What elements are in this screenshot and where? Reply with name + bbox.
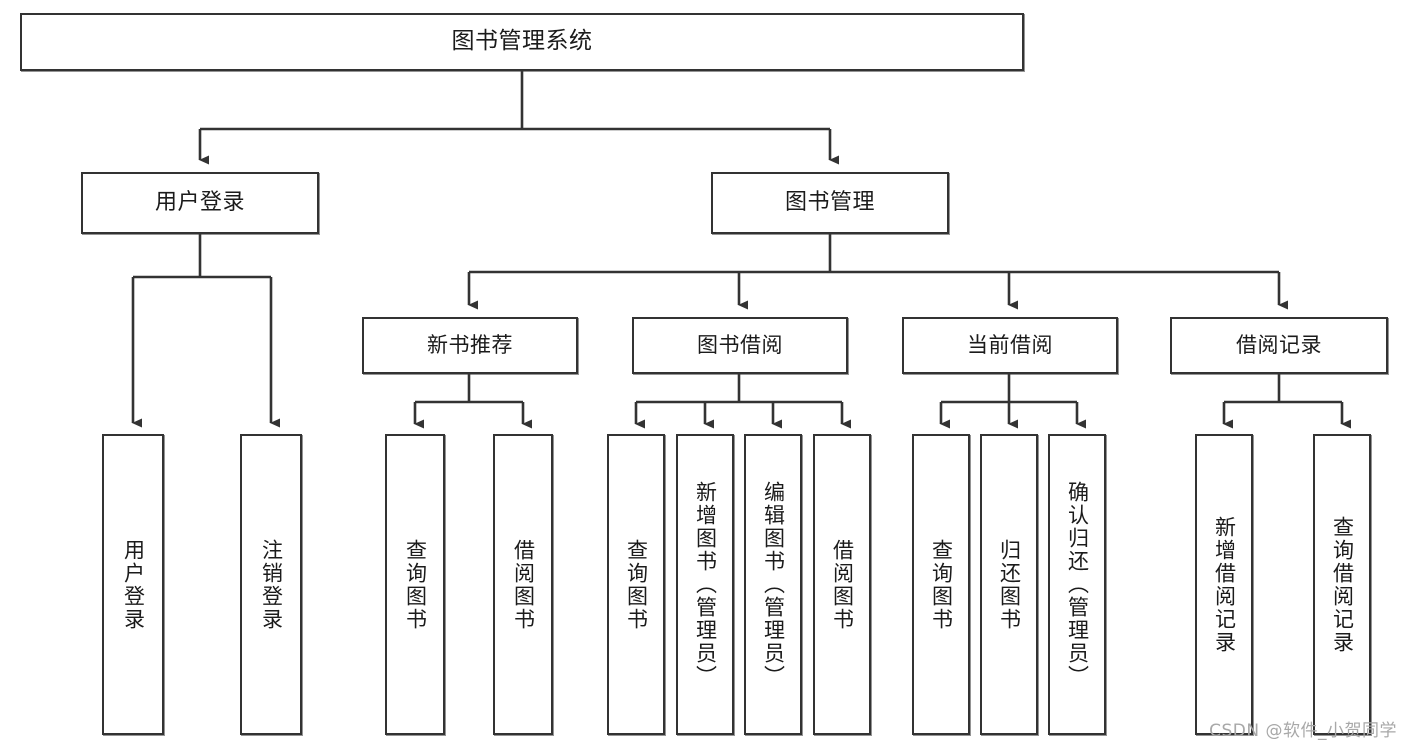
- leaf-book-borrow-add-label: 新增图书（管理员）: [693, 481, 718, 688]
- leaf-book-borrow-edit[interactable]: 编辑图书（管理员）: [744, 434, 802, 735]
- node-book-borrow-label: 图书借阅: [697, 333, 783, 358]
- leaf-borrow-record-query[interactable]: 查询借阅记录: [1313, 434, 1371, 735]
- node-borrow-record[interactable]: 借阅记录: [1170, 317, 1388, 374]
- node-current-borrow-label: 当前借阅: [967, 333, 1053, 358]
- node-borrow-record-label: 借阅记录: [1236, 333, 1322, 358]
- leaf-new-book-query-label: 查询图书: [403, 538, 428, 631]
- leaf-borrow-record-query-label: 查询借阅记录: [1330, 515, 1355, 654]
- leaf-current-borrow-return[interactable]: 归还图书: [980, 434, 1038, 735]
- leaf-new-book-borrow-label: 借阅图书: [511, 538, 536, 631]
- leaf-borrow-record-add[interactable]: 新增借阅记录: [1195, 434, 1253, 735]
- leaf-book-borrow-add[interactable]: 新增图书（管理员）: [676, 434, 734, 735]
- leaf-new-book-query[interactable]: 查询图书: [385, 434, 445, 735]
- leaf-book-borrow-query-label: 查询图书: [624, 538, 649, 631]
- node-user-login-label: 用户登录: [154, 190, 245, 216]
- leaf-new-book-borrow[interactable]: 借阅图书: [493, 434, 553, 735]
- leaf-book-borrow-query[interactable]: 查询图书: [607, 434, 665, 735]
- leaf-user-login-logout-label: 注销登录: [259, 538, 284, 631]
- node-user-login[interactable]: 用户登录: [81, 172, 319, 234]
- leaf-book-borrow-edit-label: 编辑图书（管理员）: [761, 481, 786, 688]
- leaf-book-borrow-borrow[interactable]: 借阅图书: [813, 434, 871, 735]
- leaf-user-login-login-label: 用户登录: [121, 538, 146, 631]
- node-current-borrow[interactable]: 当前借阅: [902, 317, 1118, 374]
- leaf-current-borrow-confirm[interactable]: 确认归还（管理员）: [1048, 434, 1106, 735]
- node-root-system[interactable]: 图书管理系统: [20, 13, 1024, 71]
- leaf-current-borrow-query-label: 查询图书: [929, 538, 954, 631]
- leaf-book-borrow-borrow-label: 借阅图书: [830, 538, 855, 631]
- leaf-user-login-login[interactable]: 用户登录: [102, 434, 164, 735]
- leaf-borrow-record-add-label: 新增借阅记录: [1212, 515, 1237, 654]
- node-root-label: 图书管理系统: [451, 28, 593, 55]
- node-new-book-recommend-label: 新书推荐: [427, 333, 513, 358]
- leaf-user-login-logout[interactable]: 注销登录: [240, 434, 302, 735]
- node-book-borrow[interactable]: 图书借阅: [632, 317, 848, 374]
- leaf-current-borrow-query[interactable]: 查询图书: [912, 434, 970, 735]
- node-book-management-label: 图书管理: [784, 190, 875, 216]
- leaf-current-borrow-confirm-label: 确认归还（管理员）: [1065, 481, 1090, 688]
- node-book-management[interactable]: 图书管理: [711, 172, 949, 234]
- leaf-current-borrow-return-label: 归还图书: [997, 538, 1022, 631]
- node-new-book-recommend[interactable]: 新书推荐: [362, 317, 578, 374]
